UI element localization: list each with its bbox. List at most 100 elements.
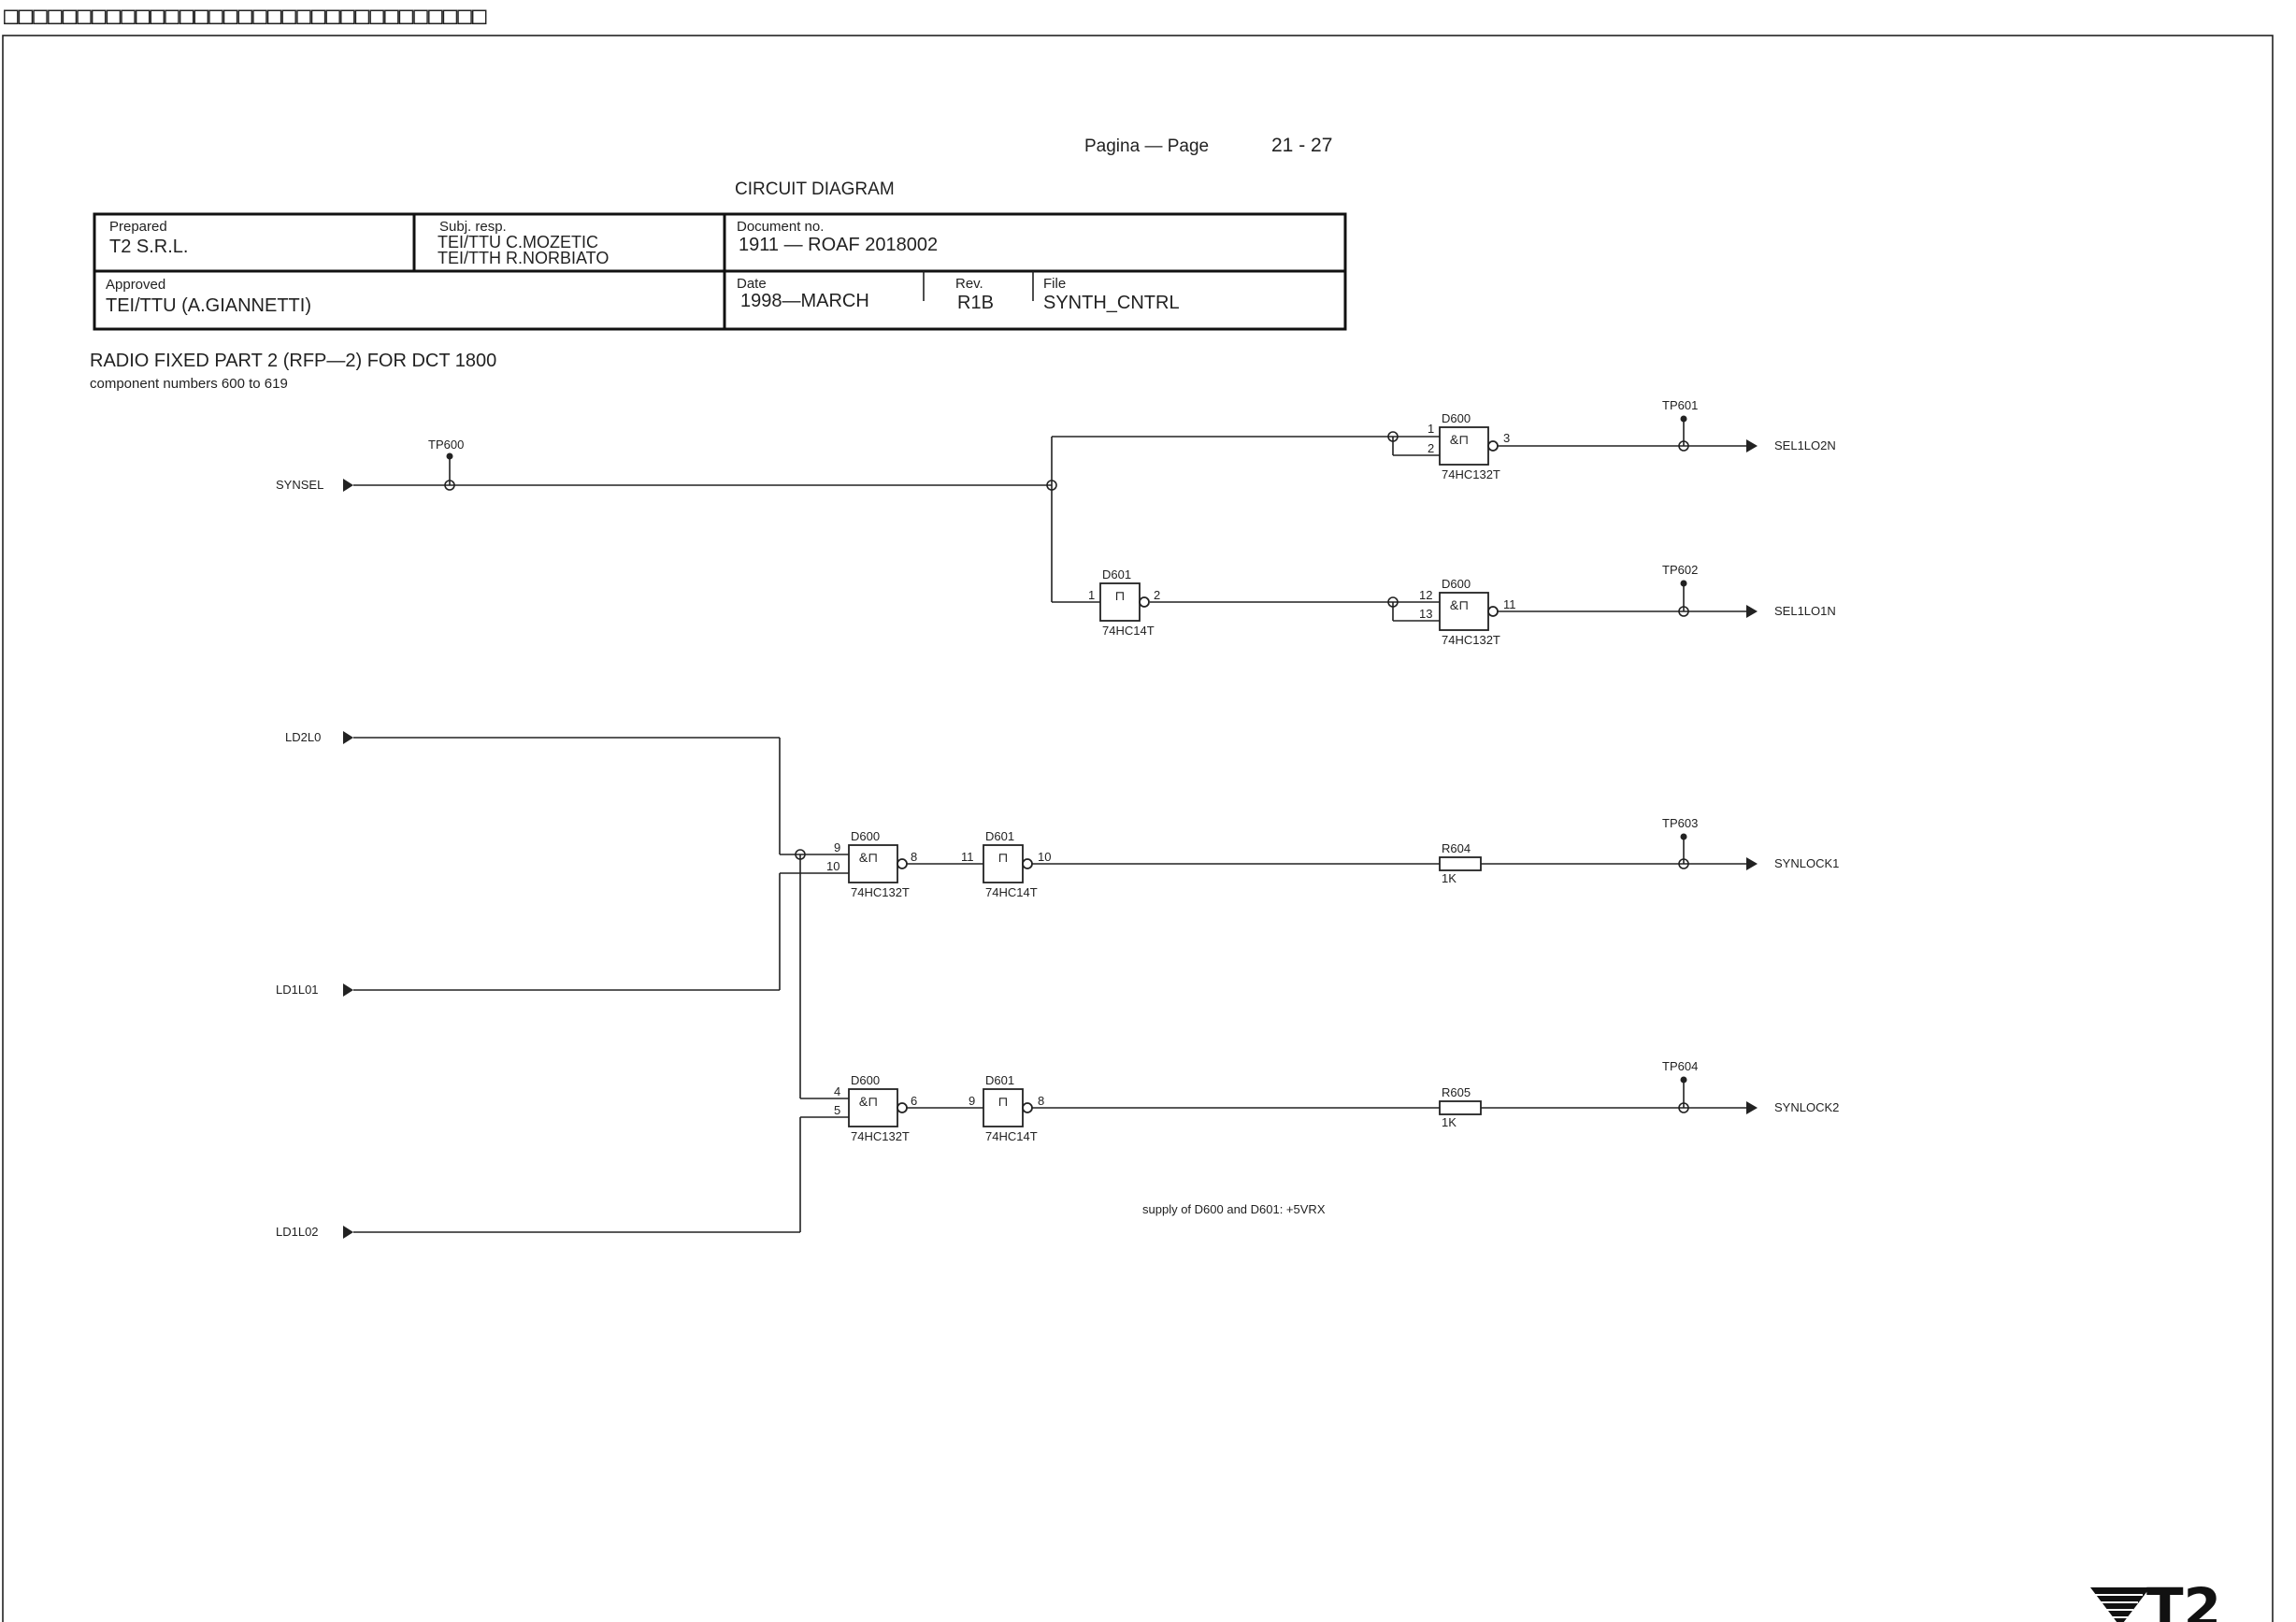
input-synsel-label: SYNSEL (276, 478, 323, 492)
gate-g3-pin-out: 11 (1503, 597, 1516, 611)
gate-g1-pin-b: 2 (1428, 441, 1434, 455)
arrow-sel1lo2n (1746, 439, 1758, 452)
junction-tp601 (1678, 440, 1689, 452)
arrows (343, 439, 1758, 1239)
gate-g1-pin-a: 1 (1428, 422, 1434, 436)
logo-triangle (2090, 1587, 2150, 1622)
resistor-r605-value: 1K (1442, 1115, 1457, 1129)
t2-logo: T2 (2090, 1576, 2221, 1622)
gate-g7-symbol: ⊓ (998, 1094, 1009, 1109)
tp600-label: TP600 (428, 438, 464, 452)
logo-text: T2 (2146, 1576, 2221, 1622)
gate-g5-bubble (1022, 858, 1033, 869)
gate-g4-ref: D600 (851, 829, 880, 843)
junction-tp600 (444, 480, 455, 491)
tp601-label: TP601 (1662, 398, 1698, 412)
sheet-border (2, 35, 2274, 1622)
output-synlock1-label: SYNLOCK1 (1774, 856, 1839, 870)
gate-g2-pin-out: 2 (1154, 588, 1160, 602)
junction-tp604 (1678, 1102, 1689, 1113)
output-synlock2-label: SYNLOCK2 (1774, 1100, 1839, 1114)
gate-g7-pin-in: 9 (969, 1094, 975, 1108)
input-ld1lo1-label: LD1L01 (276, 983, 319, 997)
gate-g6-ref: D600 (851, 1073, 880, 1087)
title-block: Prepared T2 S.R.L. Subj. resp. TEI/TTU C… (93, 212, 1347, 331)
gate-g3-bubble (1487, 606, 1499, 617)
gate-g4-pin-b: 10 (826, 859, 839, 873)
junction-g1-input (1387, 431, 1399, 442)
resistor-r605-ref: R605 (1442, 1085, 1471, 1099)
prepared-label: Prepared (109, 219, 167, 235)
page-label: Pagina — Page (1084, 136, 1209, 156)
gate-g1-symbol: &⊓ (1450, 432, 1469, 447)
subj-line2: TEI/TTH R.NORBIATO (438, 249, 609, 267)
gate-g5-symbol: ⊓ (998, 850, 1009, 865)
tp604-dot (1680, 1076, 1687, 1084)
gate-g4-part: 74HC132T (851, 885, 910, 899)
gate-g6-nand: &⊓ D600 74HC132T 4 5 6 (834, 1073, 917, 1143)
resistor-r604-body (1439, 856, 1482, 871)
tp603-label: TP603 (1662, 816, 1698, 830)
gate-g3-nand: &⊓ D600 74HC132T 12 13 11 (1419, 577, 1516, 647)
tp600-dot (446, 452, 453, 460)
document-value: 1911 — ROAF 2018002 (739, 235, 938, 255)
junction-synsel (1046, 480, 1057, 491)
gate-g4-pin-out: 8 (911, 850, 917, 864)
input-ld2lo-label: LD2L0 (285, 730, 321, 744)
project-title: RADIO FIXED PART 2 (RFP—2) FOR DCT 1800 (90, 351, 496, 371)
junctions (444, 431, 1689, 1113)
gate-g5-body (983, 844, 1024, 883)
gate-g7-ref: D601 (985, 1073, 1014, 1087)
tp602-label: TP602 (1662, 563, 1698, 577)
junction-tp603 (1678, 858, 1689, 869)
tp602-dot (1680, 580, 1687, 587)
approved-label: Approved (106, 277, 165, 293)
document-label: Document no. (737, 219, 824, 235)
gate-g1-part: 74HC132T (1442, 467, 1500, 481)
file-label: File (1043, 276, 1066, 292)
date-value: 1998—MARCH (740, 291, 869, 311)
gate-g3-ref: D600 (1442, 577, 1471, 591)
rev-value: R1B (957, 293, 994, 313)
subj-label: Subj. resp. (439, 219, 507, 235)
gate-g3-symbol: &⊓ (1450, 597, 1469, 612)
gate-g2-bubble (1139, 596, 1150, 608)
gate-g6-body (848, 1088, 898, 1127)
gate-g6-pin-b: 5 (834, 1103, 840, 1117)
gate-g1-nand: &⊓ D600 74HC132T 1 2 3 (1428, 411, 1510, 481)
file-value: SYNTH_CNTRL (1043, 293, 1180, 313)
gate-g6-pin-out: 6 (911, 1094, 917, 1108)
tp604-label: TP604 (1662, 1059, 1698, 1073)
arrow-synlock1 (1746, 857, 1758, 870)
gate-g5-part: 74HC14T (985, 885, 1038, 899)
gate-g4-pin-a: 9 (834, 840, 840, 854)
test-point-dots (446, 415, 1687, 1084)
arrow-sel1lo1n (1746, 605, 1758, 618)
resistor-r604: R604 1K (1439, 841, 1482, 885)
gate-g7-part: 74HC14T (985, 1129, 1038, 1143)
gate-g6-part: 74HC132T (851, 1129, 910, 1143)
output-sel1lo1n-label: SEL1LO1N (1774, 604, 1836, 618)
gate-g2-inverter: ⊓ D601 74HC14T 1 2 (1088, 567, 1160, 638)
gate-g2-pin-in: 1 (1088, 588, 1095, 602)
wires (353, 420, 1746, 1233)
gate-g4-symbol: &⊓ (859, 850, 878, 865)
gate-g2-symbol: ⊓ (1115, 588, 1126, 603)
gate-g4-bubble (897, 858, 908, 869)
gate-g3-part: 74HC132T (1442, 633, 1500, 647)
junction-tp602 (1678, 606, 1689, 617)
resistor-r605-body (1439, 1100, 1482, 1115)
gate-g7-pin-out: 8 (1038, 1094, 1044, 1108)
junction-g3-input (1387, 596, 1399, 608)
gate-g7-bubble (1022, 1102, 1033, 1113)
rev-label: Rev. (955, 276, 983, 292)
input-ld1lo2-label: LD1L02 (276, 1225, 319, 1239)
gate-g1-ref: D600 (1442, 411, 1471, 425)
gate-g5-pin-in: 11 (961, 850, 974, 864)
gate-g1-pin-out: 3 (1503, 431, 1510, 445)
gate-g3-body (1439, 592, 1489, 631)
arrow-ld2lo (343, 731, 353, 744)
component-note: component numbers 600 to 619 (90, 376, 288, 392)
gate-g5-pin-out: 10 (1038, 850, 1051, 864)
